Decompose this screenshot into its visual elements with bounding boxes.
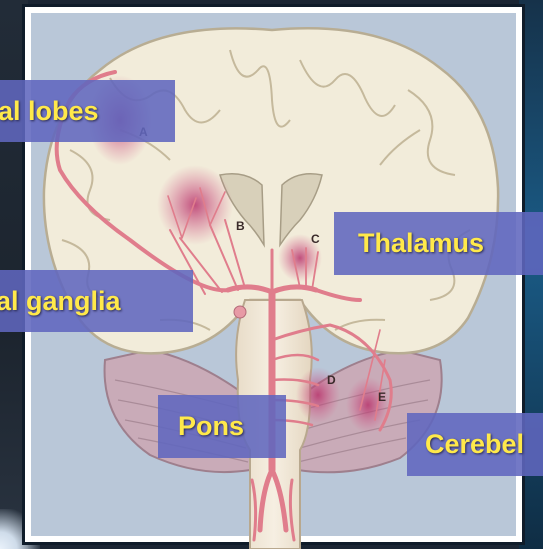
- lesion-b: [157, 165, 233, 245]
- label-thalamus-text: Thalamus: [358, 228, 484, 259]
- label-frontal-lobes: al lobes: [0, 80, 175, 142]
- label-basal-ganglia: al ganglia: [0, 270, 193, 332]
- marker-c: C: [311, 232, 320, 246]
- label-frontal-lobes-text: al lobes: [0, 96, 99, 127]
- marker-e: E: [378, 390, 386, 404]
- label-cerebellum-text: Cerebel: [425, 429, 524, 460]
- label-cerebellum: Cerebel: [407, 413, 543, 476]
- label-pons-text: Pons: [178, 411, 244, 442]
- marker-d: D: [327, 373, 336, 387]
- label-basal-ganglia-text: al ganglia: [0, 286, 121, 317]
- label-thalamus: Thalamus: [334, 212, 543, 275]
- label-pons: Pons: [158, 395, 286, 458]
- marker-b: B: [236, 219, 245, 233]
